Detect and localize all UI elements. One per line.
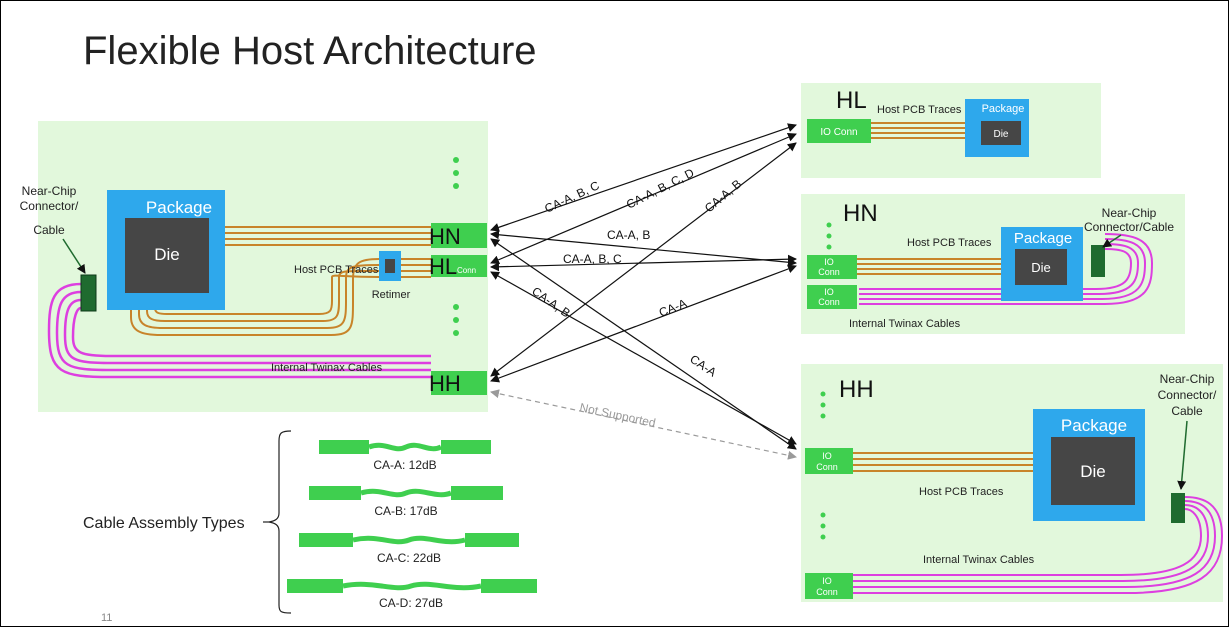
- target-hh-die-label: Die: [1080, 462, 1106, 481]
- target-hn-board: HN Host PCB Traces IO Conn IO Conn Packa…: [801, 194, 1185, 334]
- host-die-label: Die: [154, 245, 180, 264]
- target-hh-twinax-label: Internal Twinax Cables: [923, 554, 1035, 566]
- target-hh-io-conn-1: [805, 448, 853, 474]
- target-hn-near-chip-connector: [1091, 245, 1105, 277]
- target-hn-traces-label: Host PCB Traces: [907, 237, 992, 249]
- target-hl-board: HL Host PCB Traces IO Conn Package Die: [801, 83, 1101, 178]
- label-hn-hh: CA-A, B: [529, 284, 573, 320]
- target-hn-io-conn-2-label-2: Conn: [818, 297, 840, 307]
- target-hn-io-conn-1-label-2: Conn: [818, 267, 840, 277]
- target-hh-io-conn-2-label-2: Conn: [816, 587, 838, 597]
- arrow-not-supported: [490, 389, 797, 460]
- retimer-label: Retimer: [372, 289, 411, 301]
- cable-ca-b-label: CA-B: 17dB: [374, 504, 437, 518]
- target-hh-traces-label: Host PCB Traces: [919, 486, 1004, 498]
- cable-ca-a-label: CA-A: 12dB: [373, 458, 436, 472]
- target-hl-die-label: Die: [993, 129, 1008, 140]
- cable-ca-d: CA-D: 27dB: [287, 579, 537, 610]
- svg-text:Near-Chip: Near-Chip: [1160, 372, 1215, 386]
- host-hh-label: HH: [429, 371, 461, 396]
- label-hn-hl: CA-A, B, C: [542, 178, 601, 216]
- host-near-chip-connector: [80, 274, 97, 312]
- cable-ca-a: CA-A: 12dB: [319, 440, 491, 472]
- cable-ca-c-label: CA-C: 22dB: [377, 551, 441, 565]
- target-hn-io-conn-2: [807, 285, 857, 309]
- label-hn-hl-hh: CA-A: [687, 352, 719, 380]
- svg-text:Cable: Cable: [1171, 404, 1203, 418]
- target-hh-near-chip-pointer: [1177, 420, 1188, 490]
- target-hl-io-conn-label: IO Conn: [820, 127, 857, 138]
- host-hl-connector: [431, 255, 487, 277]
- target-hh-io-conn-1-label: IO: [822, 451, 832, 461]
- target-hh-board: HH Host PCB Traces IO Conn IO Conn Packa…: [801, 364, 1224, 602]
- retimer-chip: [385, 259, 395, 273]
- target-hn-near-chip-label-2: Connector/Cable: [1084, 220, 1174, 234]
- target-hl-io-conn: [807, 119, 871, 143]
- label-hh-hl: CA-A, B: [702, 177, 744, 216]
- host-hn-connector: [431, 223, 487, 248]
- host-hn-label: HN: [429, 224, 461, 249]
- cable-assembly-types: Cable Assembly Types CA-A: 12dB CA-B: 17…: [83, 430, 537, 614]
- target-hh-near-chip-connector: [1171, 493, 1185, 523]
- label-hl-hl: CA-A, B, C, D: [624, 165, 697, 211]
- host-twinax-cables: [47, 282, 431, 379]
- host-traces-retimer: [130, 258, 431, 336]
- target-hl-package-label: Package: [982, 103, 1025, 115]
- host-near-chip-label: Near-Chip Connector/ Cable: [20, 184, 79, 237]
- cable-ca-d-label: CA-D: 27dB: [379, 596, 443, 610]
- host-die: [125, 218, 209, 293]
- host-twinax-label: Internal Twinax Cables: [271, 362, 383, 374]
- host-hh-connector: [431, 371, 487, 395]
- host-board-bg: [38, 121, 488, 412]
- target-hn-io-conn-1: [807, 255, 857, 279]
- host-conn-stub: Conn: [457, 266, 476, 275]
- target-hh-io-conn-1-label-2: Conn: [816, 462, 838, 472]
- target-hn-label: HN: [843, 200, 878, 227]
- target-hh-package-label: Package: [1061, 416, 1127, 435]
- host-dots-top: [453, 157, 459, 189]
- target-hn-package-label: Package: [1014, 230, 1072, 247]
- target-hh-near-chip-label: Near-Chip Connector/ Cable: [1158, 372, 1217, 418]
- target-hl-traces-label: Host PCB Traces: [877, 104, 962, 116]
- svg-text:Connector/: Connector/: [1158, 388, 1217, 402]
- target-hh-io-conn-2-label: IO: [822, 576, 832, 586]
- target-hl-label: HL: [836, 87, 867, 114]
- target-hn-near-chip-pointer: [1102, 234, 1122, 248]
- label-hh-hn: CA-A: [657, 296, 689, 320]
- svg-text:Connector/: Connector/: [20, 199, 79, 213]
- target-hn-io-conn-2-label: IO: [824, 287, 834, 297]
- host-near-chip-pointer: [62, 238, 86, 274]
- host-board: Package Die Near-Chip Connector/ Cable H…: [20, 121, 488, 412]
- svg-text:Cable: Cable: [33, 223, 65, 237]
- target-hn-near-chip-label: Near-Chip: [1102, 206, 1157, 220]
- host-dots-mid: [453, 304, 459, 336]
- label-not-supported: Not Supported: [578, 400, 657, 430]
- svg-text:Near-Chip: Near-Chip: [22, 184, 77, 198]
- host-package-label: Package: [146, 198, 212, 217]
- target-hh-io-conn-2: [805, 573, 853, 599]
- cable-ca-c: CA-C: 22dB: [299, 533, 519, 565]
- cable-ca-b: CA-B: 17dB: [309, 486, 503, 518]
- host-traces-hn: [225, 226, 431, 246]
- target-hn-io-conn-1-label: IO: [824, 257, 834, 267]
- page-number: 11: [101, 612, 112, 624]
- target-hh-die: [1051, 437, 1135, 505]
- slide-title: Flexible Host Architecture: [83, 29, 537, 73]
- target-hn-die-label: Die: [1031, 260, 1051, 275]
- connection-labels: CA-A, B, C CA-A, B, C, D CA-A, B CA-A, B…: [529, 165, 744, 379]
- label-hn-hn: CA-A, B: [607, 228, 650, 242]
- target-hn-twinax-label: Internal Twinax Cables: [849, 318, 961, 330]
- target-hl-die: [981, 121, 1021, 145]
- host-hl-label: HL: [429, 254, 457, 279]
- label-hl-hn: CA-A, B, C: [563, 252, 622, 266]
- target-hn-die: [1015, 249, 1067, 285]
- cable-types-title: Cable Assembly Types: [83, 515, 245, 532]
- target-hh-label: HH: [839, 376, 874, 403]
- host-pcb-traces-label: Host PCB Traces: [294, 264, 379, 276]
